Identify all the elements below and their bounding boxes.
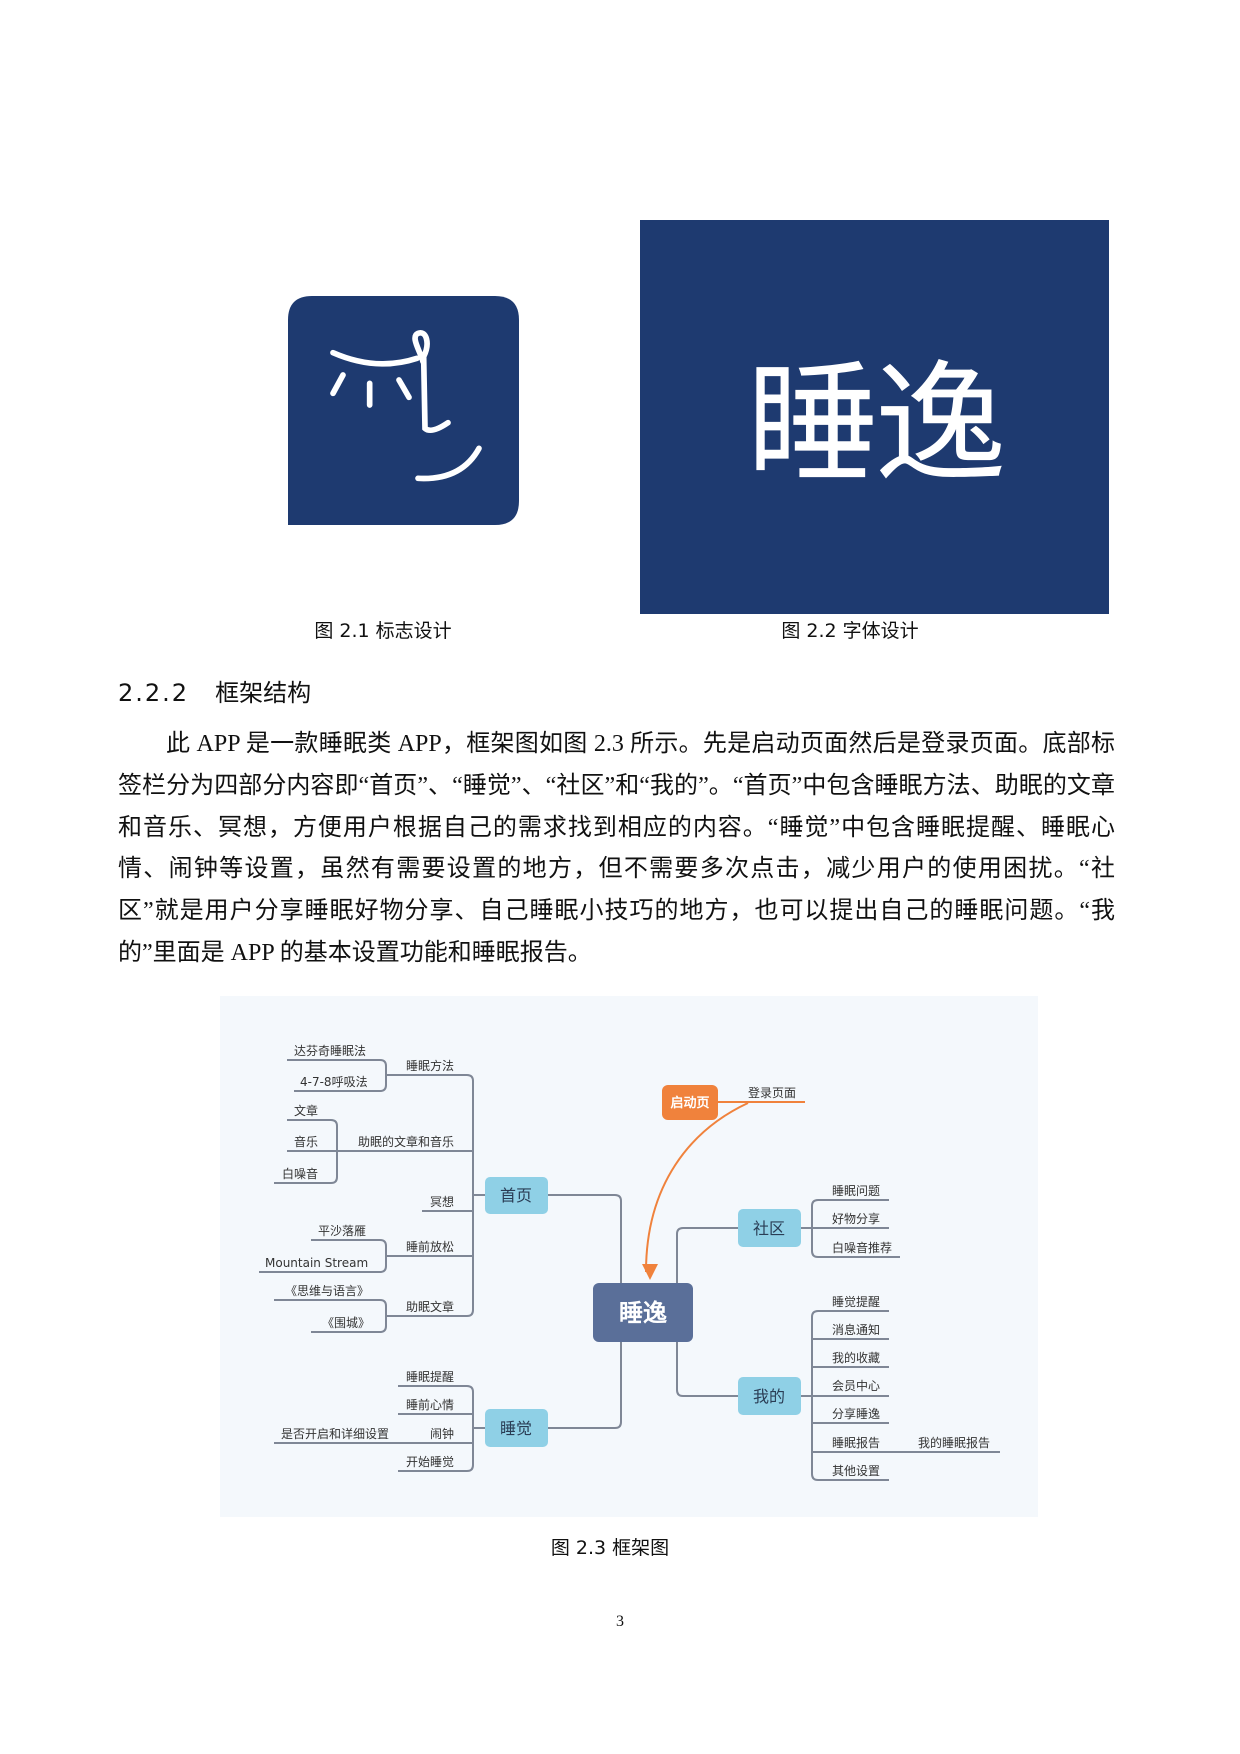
node-label: 《围城》 (322, 1316, 370, 1330)
node-home-label: 首页 (500, 1186, 532, 1205)
node-label: 消息通知 (832, 1322, 880, 1337)
node-label: 睡眠方法 (406, 1058, 454, 1073)
node-community: 社区 (738, 1209, 801, 1247)
node-label: 睡眠提醒 (406, 1369, 454, 1384)
node-label: Mountain Stream (265, 1256, 368, 1270)
node-label: 平沙落雁 (318, 1224, 366, 1238)
font-lettering: 睡逸 (746, 347, 1007, 502)
node-mine-label: 我的 (753, 1387, 785, 1406)
node-label: 《思维与语言》 (285, 1284, 369, 1298)
figure-caption-framework: 图 2.3 框架图 (550, 1537, 670, 1559)
node-label: 白噪音 (282, 1166, 318, 1181)
section-heading: 2.2.2 框架结构 (118, 673, 311, 708)
section-number: 2.2.2 (118, 679, 190, 707)
node-label: 助眠文章 (406, 1299, 454, 1314)
node-label: 睡眠问题 (832, 1184, 880, 1198)
node-label: 是否开启和详细设置 (281, 1426, 389, 1441)
node-sleep: 睡觉 (485, 1409, 548, 1447)
node-label: 睡觉提醒 (832, 1294, 880, 1309)
figure-caption-font: 图 2.2 字体设计 (781, 620, 919, 642)
node-login: 登录页面 (748, 1085, 796, 1100)
node-sleep-label: 睡觉 (500, 1419, 532, 1438)
page-number: 3 (616, 1613, 624, 1630)
node-label: 达芬奇睡眠法 (294, 1044, 366, 1058)
node-community-label: 社区 (753, 1219, 785, 1238)
node-center-label: 睡逸 (619, 1299, 667, 1327)
node-label: 我的收藏 (832, 1350, 880, 1365)
logo-figure (288, 296, 519, 525)
node-label: 白噪音推荐 (832, 1240, 892, 1255)
flow-arrow (642, 1102, 749, 1281)
node-mine: 我的 (738, 1377, 801, 1415)
node-center: 睡逸 (593, 1283, 693, 1342)
node-label: 冥想 (430, 1194, 454, 1209)
node-label: 助眠的文章和音乐 (358, 1134, 454, 1149)
node-label: 会员中心 (832, 1378, 880, 1393)
section-title: 框架结构 (215, 679, 312, 707)
node-label: 睡前心情 (406, 1397, 454, 1412)
framework-mindmap: 启动页 登录页面 睡逸 首页 睡觉 社区 我的 睡眠方法 助眠的文章和音乐 冥想… (220, 996, 1038, 1517)
node-label: 文章 (294, 1103, 318, 1118)
node-start: 启动页 (662, 1085, 718, 1120)
node-label: 我的睡眠报告 (918, 1435, 990, 1450)
node-label: 睡眠报告 (832, 1435, 880, 1450)
node-label: 闹钟 (430, 1426, 454, 1441)
node-home: 首页 (485, 1177, 548, 1214)
node-label: 睡前放松 (406, 1239, 454, 1254)
node-label: 开始睡觉 (406, 1455, 454, 1469)
connector-lines (259, 1059, 1000, 1481)
figure-caption-logo: 图 2.1 标志设计 (314, 620, 452, 642)
node-label: 其他设置 (832, 1464, 880, 1478)
body-paragraph: 此 APP 是一款睡眠类 APP，框架图如图 2.3 所示。先是启动页面然后是登… (118, 731, 1115, 966)
node-start-label: 启动页 (670, 1095, 709, 1111)
node-label: 分享睡逸 (832, 1406, 880, 1421)
node-label: 好物分享 (832, 1211, 880, 1226)
node-label: 4-7-8呼吸法 (300, 1075, 368, 1089)
closed-eye-smile-logo-icon (288, 296, 519, 525)
font-design-banner: 睡逸 (640, 220, 1109, 614)
node-label: 音乐 (294, 1134, 318, 1149)
